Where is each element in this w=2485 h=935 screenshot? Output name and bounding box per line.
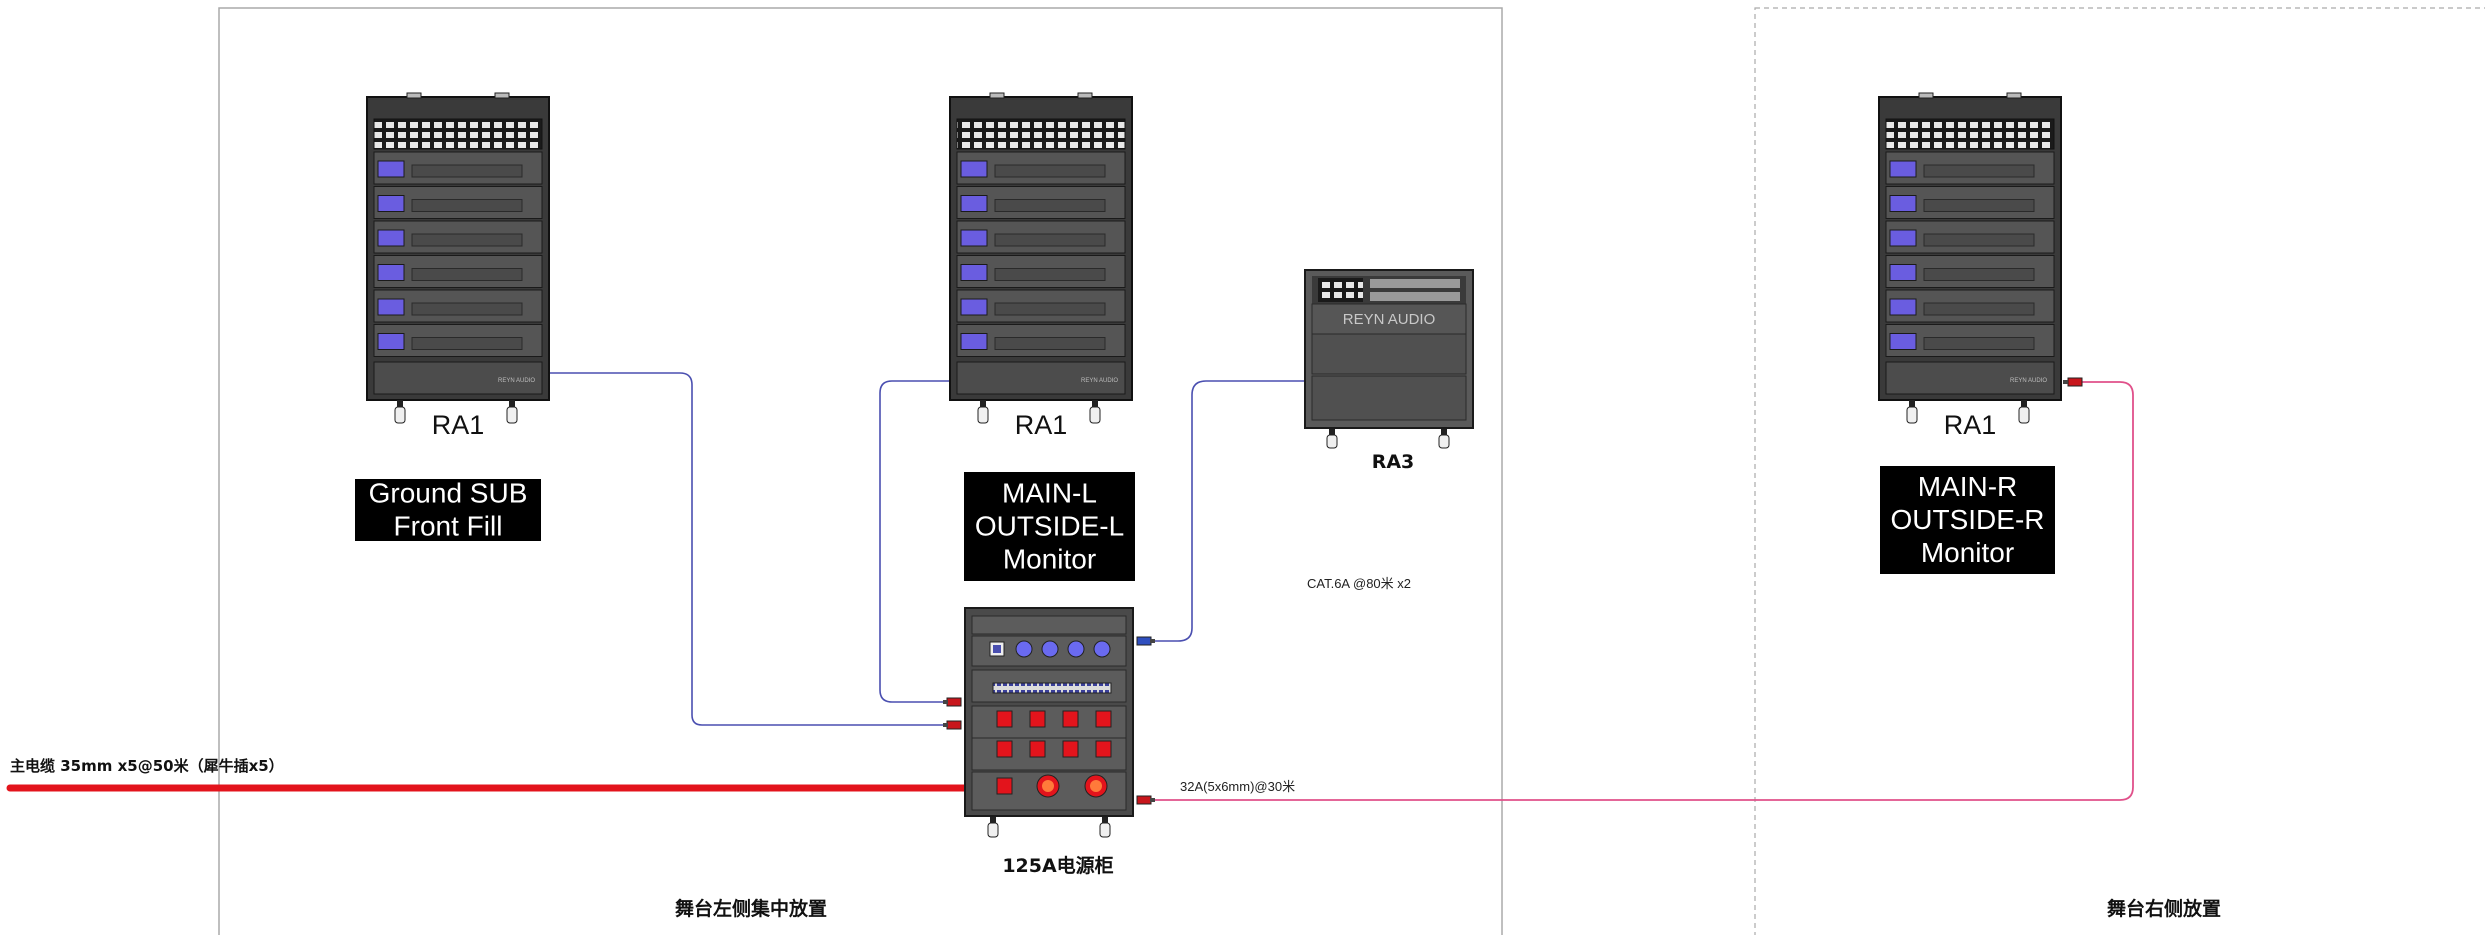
- connector-plug: [1136, 795, 1155, 805]
- ra3-label: RA3: [1372, 451, 1415, 473]
- outlet-blue: [1067, 640, 1085, 658]
- group-line: MAIN-R: [1918, 471, 2018, 502]
- amp-display: [960, 333, 988, 350]
- connector-plug: [1136, 636, 1155, 646]
- caster: [1099, 817, 1111, 838]
- amp-display: [377, 229, 405, 247]
- amp-display: [1889, 229, 1917, 247]
- cat6-cable: [1144, 380, 1307, 642]
- caster: [394, 400, 406, 424]
- group-line: OUTSIDE-R: [1891, 504, 2045, 535]
- amp-display: [960, 195, 988, 212]
- group-line: Front Fill: [394, 511, 503, 542]
- group-line: OUTSIDE-L: [975, 511, 1124, 542]
- power-cabinet-label: 125A电源柜: [1002, 854, 1113, 877]
- stage-left-zone: [218, 7, 1503, 935]
- power-feed-label: 32A(5x6mm)@30米: [1180, 779, 1295, 794]
- amp-brand-text: REYN AUDIO: [1081, 378, 1118, 384]
- signal-cable-ra1-b: [879, 380, 955, 703]
- group-line: Ground SUB: [369, 478, 528, 509]
- ra1-b-label: RA1: [1015, 410, 1068, 440]
- caster: [1906, 400, 1918, 424]
- amp-display: [960, 298, 988, 316]
- connector-plug: [943, 697, 962, 707]
- amp-display: [960, 264, 988, 281]
- amp-display: [1889, 333, 1917, 350]
- ra1-a-rack: REYN AUDIO: [366, 92, 550, 424]
- ra1-a-label: RA1: [432, 410, 485, 440]
- amp-display: [377, 195, 405, 212]
- amp-display: [1889, 298, 1917, 316]
- amp-display: [377, 333, 405, 350]
- amp-display: [377, 264, 405, 281]
- amp-display: [377, 160, 405, 178]
- signal-cable-ra1-a: [548, 372, 955, 726]
- group-line: Monitor: [1003, 544, 1096, 575]
- amp-display: [1889, 160, 1917, 178]
- outlet-blue: [1041, 640, 1059, 658]
- stage-right-zone: [1754, 7, 2485, 935]
- outlet-blue: [1015, 640, 1033, 658]
- amp-display: [377, 298, 405, 316]
- stage-right-label: 舞台右侧放置: [2107, 897, 2221, 920]
- power-cabinet: [964, 607, 1134, 838]
- group-line: Monitor: [1921, 537, 2014, 568]
- cat6-cable-label: CAT.6A @80米 x2: [1307, 576, 1411, 591]
- caster: [1089, 400, 1101, 424]
- ra1-b-rack: REYN AUDIO: [949, 92, 1133, 424]
- connector-plug: [943, 720, 962, 730]
- ra3-rack: REYN AUDIO: [1304, 269, 1474, 449]
- ra1-c-label: RA1: [1944, 410, 1997, 440]
- caster: [1438, 429, 1450, 449]
- caster: [987, 817, 999, 838]
- main-cable-label: 主电缆 35mm x5@50米（犀牛插x5）: [10, 757, 284, 775]
- amp-brand-text: REYN AUDIO: [498, 378, 535, 384]
- amp-brand-text: REYN AUDIO: [2010, 378, 2047, 384]
- group-line: MAIN-L: [1002, 478, 1097, 509]
- outlet-blue: [1093, 640, 1111, 658]
- amp-display: [960, 229, 988, 247]
- caster: [506, 400, 518, 424]
- connector-plug: [2063, 377, 2083, 387]
- caster: [977, 400, 989, 424]
- ra1-c-rack: REYN AUDIO: [1878, 92, 2062, 424]
- power-feed-cable: [1144, 381, 2134, 801]
- caster: [2018, 400, 2030, 424]
- stage-left-label: 舞台左侧集中放置: [675, 897, 827, 920]
- ra3-brand-text: REYN AUDIO: [1343, 311, 1436, 328]
- amp-display: [1889, 195, 1917, 212]
- amp-display: [1889, 264, 1917, 281]
- caster: [1326, 429, 1338, 449]
- amp-display: [960, 160, 988, 178]
